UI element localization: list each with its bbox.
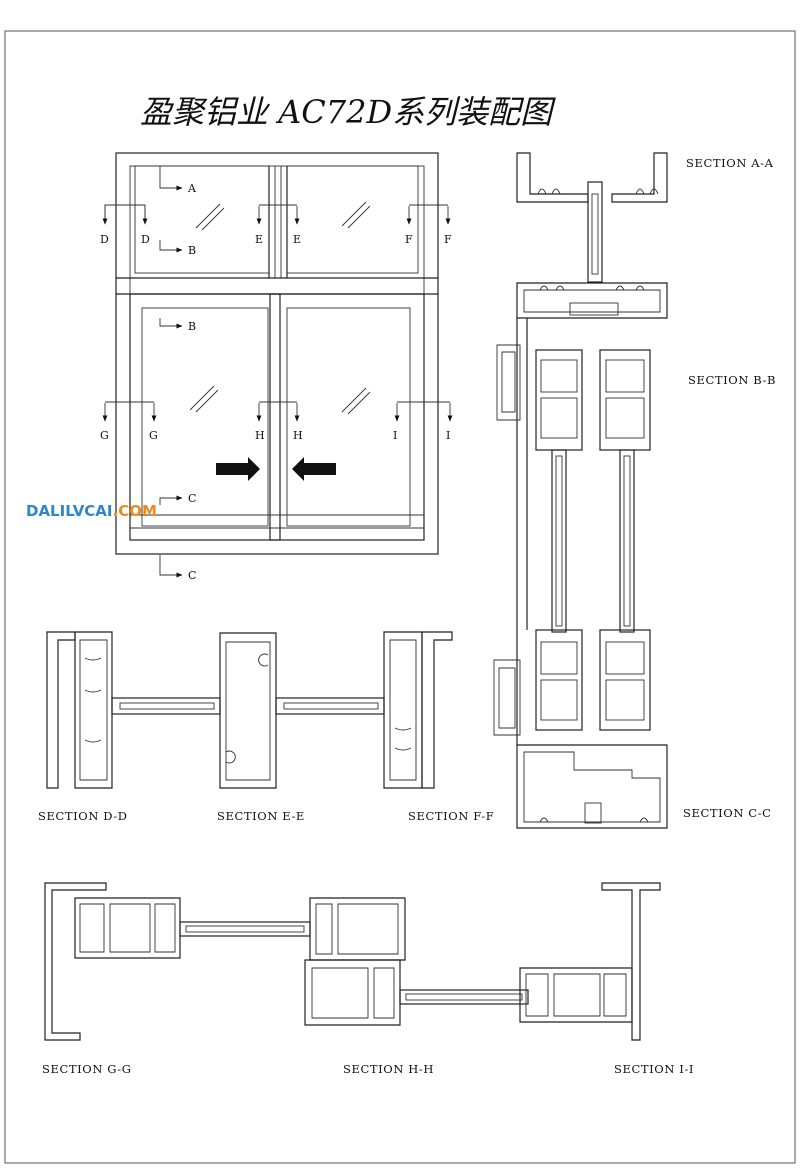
section-h-h-label: SECTION H-H bbox=[343, 1062, 434, 1076]
vertical-section bbox=[493, 152, 668, 829]
sheet-border bbox=[4, 30, 796, 1164]
section-d-d-label: SECTION D-D bbox=[38, 809, 128, 823]
watermark-logo: DALILVCAI.COM bbox=[26, 502, 157, 520]
section-f-f-label: SECTION F-F bbox=[408, 809, 494, 823]
upper-horizontal-section bbox=[46, 631, 453, 789]
marker-i-left: I bbox=[393, 429, 397, 442]
marker-e-left: E bbox=[255, 233, 263, 246]
marker-g-right: G bbox=[149, 429, 158, 442]
marker-c-top: C bbox=[188, 492, 196, 505]
marker-d-left: D bbox=[100, 233, 109, 246]
section-b-b-label: SECTION B-B bbox=[688, 373, 776, 387]
section-markers: A B B C C D D E E F F G G bbox=[100, 166, 453, 582]
marker-b-bottom: B bbox=[188, 320, 196, 333]
marker-c-bottom: C bbox=[188, 569, 196, 582]
section-c-c-label: SECTION C-C bbox=[683, 806, 772, 820]
marker-h-right: H bbox=[293, 429, 303, 442]
section-e-e-label: SECTION E-E bbox=[217, 809, 305, 823]
watermark-part1: DALILVCAI bbox=[26, 502, 113, 520]
drawing-title: 盈聚铝业 AC72D系列装配图 bbox=[140, 93, 556, 131]
marker-i-right: I bbox=[446, 429, 450, 442]
marker-g-left: G bbox=[100, 429, 109, 442]
marker-f-right: F bbox=[444, 233, 452, 246]
marker-e-right: E bbox=[293, 233, 301, 246]
section-g-g-label: SECTION G-G bbox=[42, 1062, 132, 1076]
lower-horizontal-section bbox=[44, 882, 661, 1041]
marker-h-left: H bbox=[255, 429, 265, 442]
marker-a: A bbox=[187, 182, 197, 195]
window-elevation bbox=[115, 152, 439, 555]
watermark-part2: .COM bbox=[113, 502, 157, 520]
marker-d-right: D bbox=[141, 233, 150, 246]
section-i-i-label: SECTION I-I bbox=[614, 1062, 694, 1076]
section-a-a-label: SECTION A-A bbox=[686, 156, 774, 170]
marker-f-left: F bbox=[405, 233, 413, 246]
marker-b-top: B bbox=[188, 244, 196, 257]
